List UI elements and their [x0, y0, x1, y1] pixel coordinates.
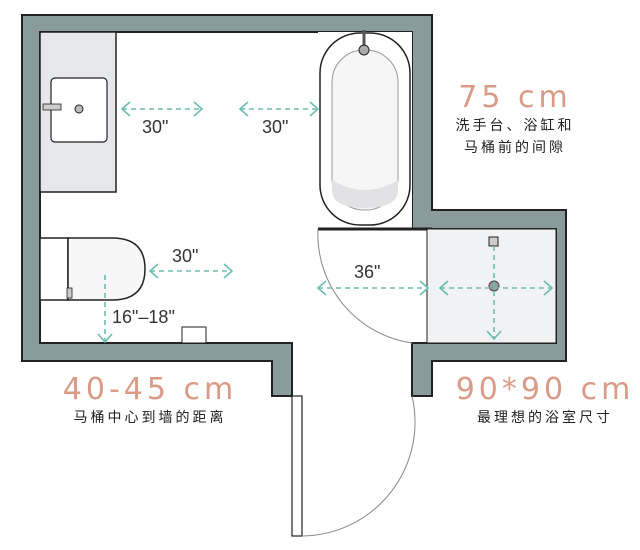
clearance-value: 75 cm: [458, 80, 572, 115]
shower: [426, 228, 557, 344]
shower-value: 90*90 cm: [455, 372, 635, 407]
clearance-annotation: 75 cm 洗手台、浴缸和 马桶前的间隙: [440, 80, 590, 159]
door: [291, 228, 416, 537]
clearance-caption-line1: 洗手台、浴缸和: [455, 118, 575, 134]
shower-caption: 最理想的浴室尺寸: [477, 410, 613, 426]
dimension-arrows: [97, 101, 554, 344]
bathtub: [318, 30, 432, 231]
toilet-value: 40-45 cm: [62, 372, 238, 407]
toilet-annotation: 40-45 cm 马桶中心到墙的距离: [50, 372, 250, 429]
toilet-front-clearance-dimension: 30": [172, 246, 199, 266]
toilet-caption: 马桶中心到墙的距离: [73, 410, 227, 426]
shower-annotation: 90*90 cm 最理想的浴室尺寸: [455, 372, 635, 429]
vanity-clearance-dimension: 30": [142, 117, 169, 137]
door-width-dimension: 36": [354, 262, 381, 282]
clearance-caption-line2: 马桶前的间隙: [464, 140, 566, 156]
tub-clearance-dimension: 30": [262, 117, 289, 137]
vanity: [39, 31, 117, 193]
toilet-center-dimension: 16"–18": [112, 307, 175, 327]
toilet: [39, 237, 207, 344]
